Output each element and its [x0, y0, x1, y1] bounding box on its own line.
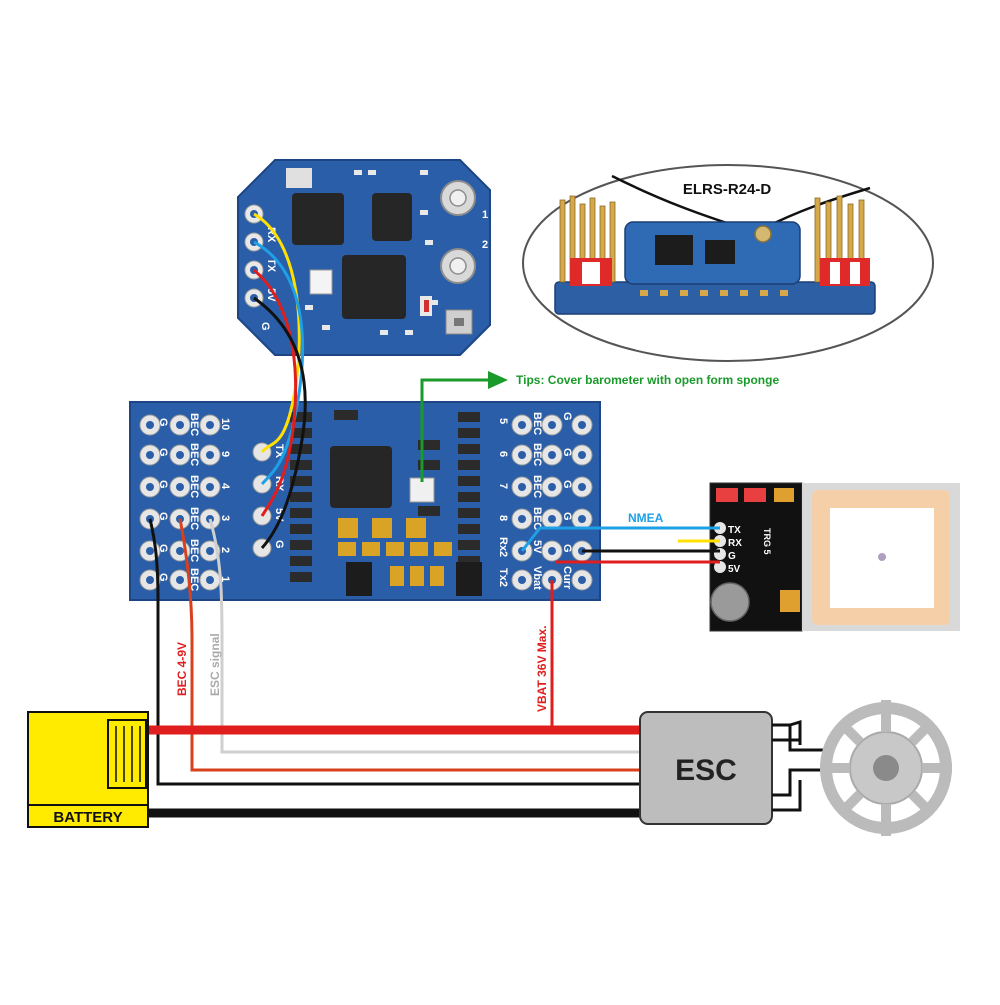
esc-label: ESC	[675, 754, 737, 787]
receiver-chip-2	[372, 193, 412, 241]
fc-right-bec-1: BEC	[531, 412, 543, 435]
esc-signal-label: ESC signal	[208, 633, 222, 696]
fc-right-rx2: Rx2	[497, 537, 509, 557]
flight-controller-board: G G G G G G BEC BEC BEC BEC BEC BEC 10 9…	[129, 401, 601, 601]
barometer-tip-text: Tips: Cover barometer with open form spo…	[516, 373, 779, 387]
antenna-port-2-label: 2	[482, 239, 488, 251]
ufl-connector-icon	[754, 225, 772, 243]
fc-right-g-4: G	[561, 512, 573, 521]
receiver-wires	[253, 212, 307, 549]
power-wires	[148, 518, 640, 818]
gps-wires: NMEA	[520, 511, 720, 564]
gps-pin-g: G	[728, 551, 736, 562]
gps-pin-tx: TX	[728, 525, 741, 536]
bec-voltage-label: BEC 4-9V	[175, 642, 189, 696]
fc-right-tx2: Tx2	[497, 568, 509, 587]
receiver-pad-label-tx: TX	[265, 258, 277, 273]
fc-left-ch-4: 4	[219, 483, 231, 490]
fc-right-bec-2: BEC	[531, 443, 543, 466]
receiver-pad-label-g: G	[259, 322, 271, 331]
nmea-label: NMEA	[628, 511, 664, 525]
gps-module: TX RX G 5V TRG 5	[709, 482, 960, 632]
fc-right-ch-7: 7	[497, 483, 509, 489]
receiver-carrier-board	[554, 281, 876, 315]
gps-pin-rx: RX	[728, 538, 742, 549]
fc-right-bec-3: BEC	[531, 475, 543, 498]
fc-right-g-3: G	[561, 480, 573, 489]
fc-left-g-4: G	[157, 512, 169, 521]
fc-left-ch-1: 1	[219, 576, 231, 582]
fc-left-ch-9: 9	[219, 451, 231, 457]
fc-left-bec-3: BEC	[188, 475, 200, 498]
fc-right-ch-6: 6	[497, 451, 509, 457]
receiver-title: ELRS-R24-D	[683, 181, 772, 198]
battery: BATTERY	[27, 711, 149, 828]
fc-left-g-1: G	[157, 418, 169, 427]
fc-left-ch-3: 3	[219, 515, 231, 521]
fc-left-g-3: G	[157, 480, 169, 489]
fc-left-bec-2: BEC	[188, 443, 200, 466]
fc-left-bec-1: BEC	[188, 413, 200, 436]
receiver-chip-1	[292, 193, 344, 245]
fc-right-ch-5: 5	[497, 418, 509, 424]
motor-icon	[820, 700, 952, 836]
fc-mcu-chip	[330, 446, 392, 508]
fc-right-curr: Curr	[561, 566, 573, 590]
fc-left-ch-2: 2	[219, 547, 231, 553]
fc-right-ch-8: 8	[497, 515, 509, 521]
receiver-chip-main	[342, 255, 406, 319]
gps-backup-battery-icon	[710, 582, 750, 622]
fc-right-bec-4: BEC	[531, 507, 543, 530]
fc-left-ch-10: 10	[219, 418, 231, 430]
receiver-photo-callout: ELRS-R24-D	[522, 164, 934, 362]
gps-side-label: TRG 5	[762, 528, 772, 555]
fc-left-g-2: G	[157, 448, 169, 457]
gps-pin-5v: 5V	[728, 564, 741, 575]
vbat-max-label: VBAT 36V Max.	[535, 626, 549, 712]
fc-mid-g: G	[273, 540, 285, 549]
fc-left-g-6: G	[157, 573, 169, 582]
barometer-tip-callout: Tips: Cover barometer with open form spo…	[420, 371, 779, 482]
receiver-pcb: 1 2 RX TX 5V G	[237, 159, 491, 356]
fc-left-bec-4: BEC	[188, 507, 200, 530]
fc-left-bec-5: BEC	[188, 539, 200, 562]
fc-left-g-5: G	[157, 544, 169, 553]
antenna-port-1-label: 1	[482, 209, 488, 221]
fc-right-5v: 5V	[531, 540, 543, 554]
fc-right-bec-g-1: G	[561, 412, 573, 421]
fc-right-g-2: G	[561, 448, 573, 457]
fc-right-vbat: Vbat	[531, 566, 543, 590]
esc: ESC	[639, 711, 830, 825]
fc-right-g-5: G	[561, 544, 573, 553]
battery-label: BATTERY	[53, 809, 122, 826]
